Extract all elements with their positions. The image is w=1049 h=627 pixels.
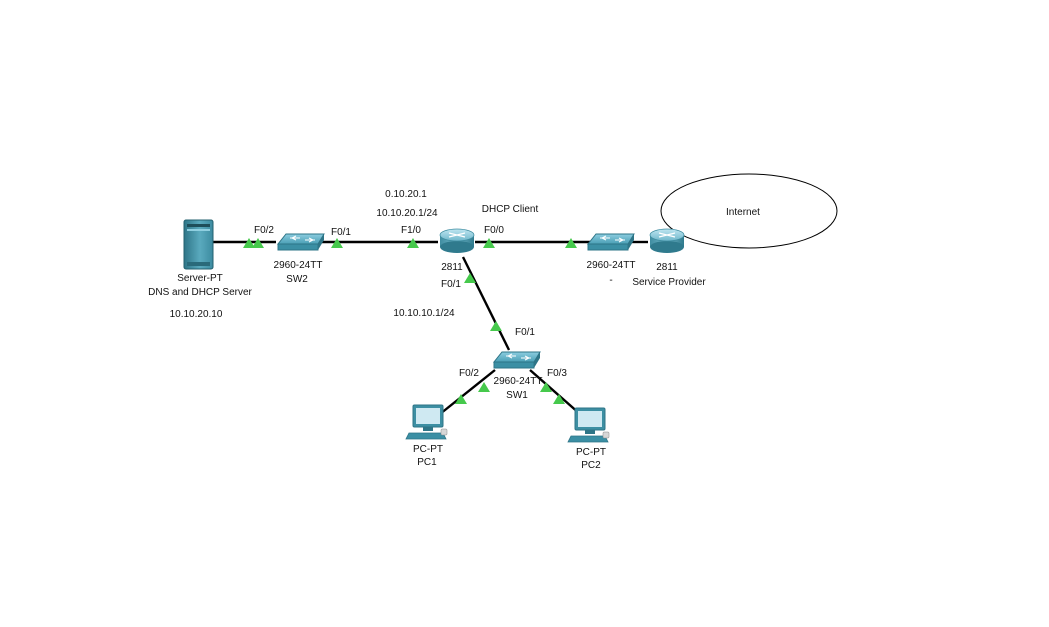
link-sw1-pc2[interactable] [529,369,581,415]
router-isp-name-label: Service Provider [632,277,706,288]
pc2-model-label: PC-PT [576,447,606,458]
isp-switch-device[interactable]: 2960-24TT - [586,233,636,286]
link-light [455,394,467,404]
link-light [490,321,502,331]
link-light [407,238,419,248]
note-f10-ip: 10.10.20.1/24 [376,208,438,219]
link-light [464,273,476,283]
port-label-sw1-pc2: F0/3 [547,368,567,379]
note-gateway-partial: 0.10.20.1 [385,189,427,200]
pc-icon [567,407,610,443]
server-ip-label: 10.10.20.10 [170,309,223,320]
isp-switch-name-label: - [609,275,612,286]
note-dhcp-client: DHCP Client [482,204,539,215]
note-f01-ip: 10.10.10.1/24 [393,308,455,319]
link-light [252,238,264,248]
link-light [565,238,577,248]
router-isp-model-label: 2811 [656,262,678,273]
port-label-router-f01: F0/1 [441,279,461,290]
link-light [243,238,255,248]
link-light [553,394,565,404]
server-device[interactable]: Server-PT DNS and DHCP Server 10.10.20.1… [148,219,253,320]
switch-icon [586,233,635,251]
link-router-sw1[interactable] [461,256,511,351]
pc2-device[interactable]: PC-PT PC2 [567,407,610,471]
sw2-name-label: SW2 [286,274,308,285]
router-icon [649,228,685,253]
sw1-name-label: SW1 [506,390,528,401]
links [212,240,648,415]
link-light [478,382,490,392]
link-light [540,382,552,392]
port-label-router-f10: F1/0 [401,225,421,236]
link-sw1-pc1[interactable] [439,369,496,415]
port-labels: F0/2 F0/1 F1/0 F0/0 F0/1 F0/1 F0/2 F0/3 [254,225,567,379]
link-light [483,238,495,248]
pc2-name-label: PC2 [581,460,601,471]
sw2-model-label: 2960-24TT [274,260,323,271]
link-light [331,238,343,248]
notes: 0.10.20.1 10.10.20.1/24 DHCP Client 10.1… [376,189,538,319]
server-name-label: DNS and DHCP Server [148,287,252,298]
sw1-model-label: 2960-24TT [494,376,543,387]
pc1-name-label: PC1 [417,457,437,468]
router-isp-device[interactable]: 2811 Service Provider [632,228,706,288]
port-label-server-sw2: F0/2 [254,225,274,236]
router-icon [439,228,475,253]
sw2-device[interactable]: 2960-24TT SW2 [274,233,325,285]
link-lights [243,238,577,404]
pc1-device[interactable]: PC-PT PC1 [405,404,448,468]
pc1-model-label: PC-PT [413,444,443,455]
server-model-label: Server-PT [177,273,223,284]
internet-cloud[interactable]: Internet [660,173,838,249]
port-label-sw1-pc1: F0/2 [459,368,479,379]
port-label-router-f00: F0/0 [484,225,504,236]
server-icon [183,219,214,270]
router-main-model-label: 2811 [441,262,463,273]
internet-label: Internet [726,207,760,218]
internet-ellipse [660,173,838,249]
port-label-sw1-uplink: F0/1 [515,327,535,338]
isp-switch-model-label: 2960-24TT [587,260,636,271]
sw1-device[interactable]: 2960-24TT SW1 [492,351,543,401]
pc-icon [405,404,448,440]
switch-icon [276,233,325,251]
router-main-device[interactable]: 2811 [439,228,475,273]
switch-icon [492,351,541,369]
port-label-sw2-router: F0/1 [331,227,351,238]
